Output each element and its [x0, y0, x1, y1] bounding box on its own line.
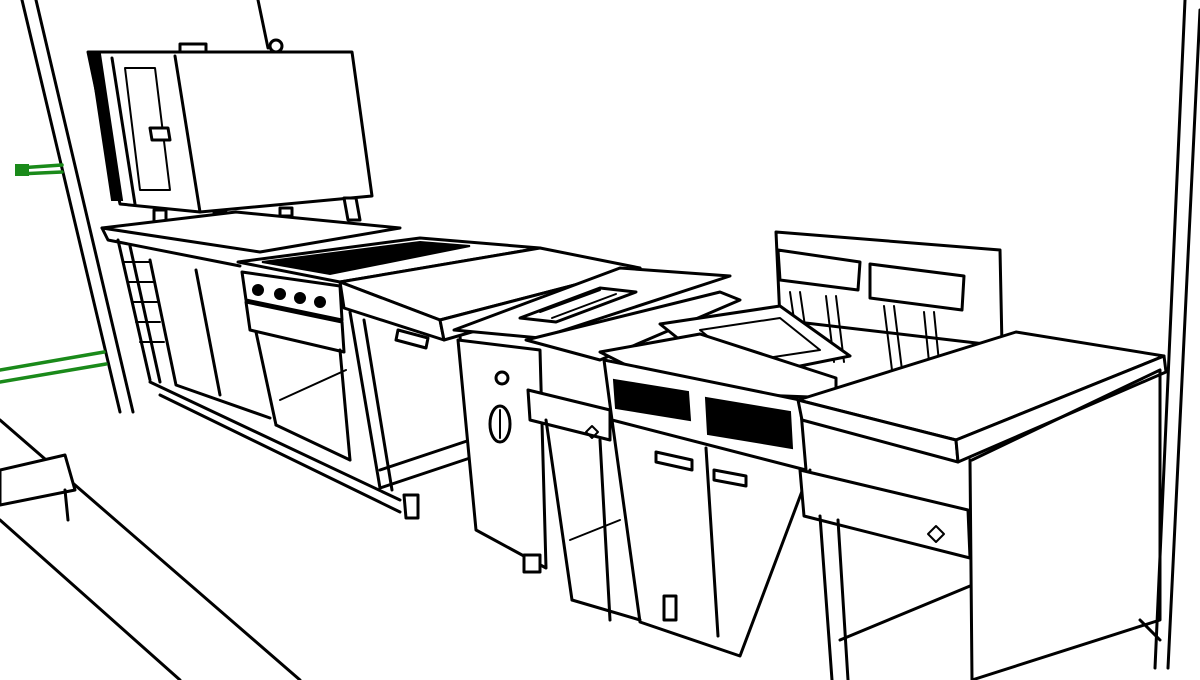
- oven-stand-counter: [100, 210, 420, 520]
- tilting-pan: [452, 266, 732, 574]
- green-marker-block: [15, 164, 29, 176]
- burner-grates: [261, 240, 471, 276]
- fryer-control-panel-left: [612, 378, 692, 422]
- oven-door-handle: [148, 126, 172, 142]
- wall-markers: [0, 163, 108, 384]
- pan-knob: [494, 370, 510, 386]
- pan-base-cabinet: [524, 290, 742, 622]
- twin-fryer: [598, 230, 1004, 658]
- oven-control-strip: [88, 53, 124, 201]
- fryer-basket-hanger-left: [776, 248, 862, 292]
- fryer-control-panel-right: [704, 396, 794, 450]
- fryer-basket-hanger-right: [868, 262, 966, 312]
- range-top: [236, 236, 542, 462]
- counter-handle: [394, 328, 430, 350]
- cabinet-badge: [927, 525, 945, 543]
- combi-oven: [86, 38, 374, 238]
- foreground-table: [0, 453, 77, 507]
- worktop-cabinet: [796, 330, 1168, 680]
